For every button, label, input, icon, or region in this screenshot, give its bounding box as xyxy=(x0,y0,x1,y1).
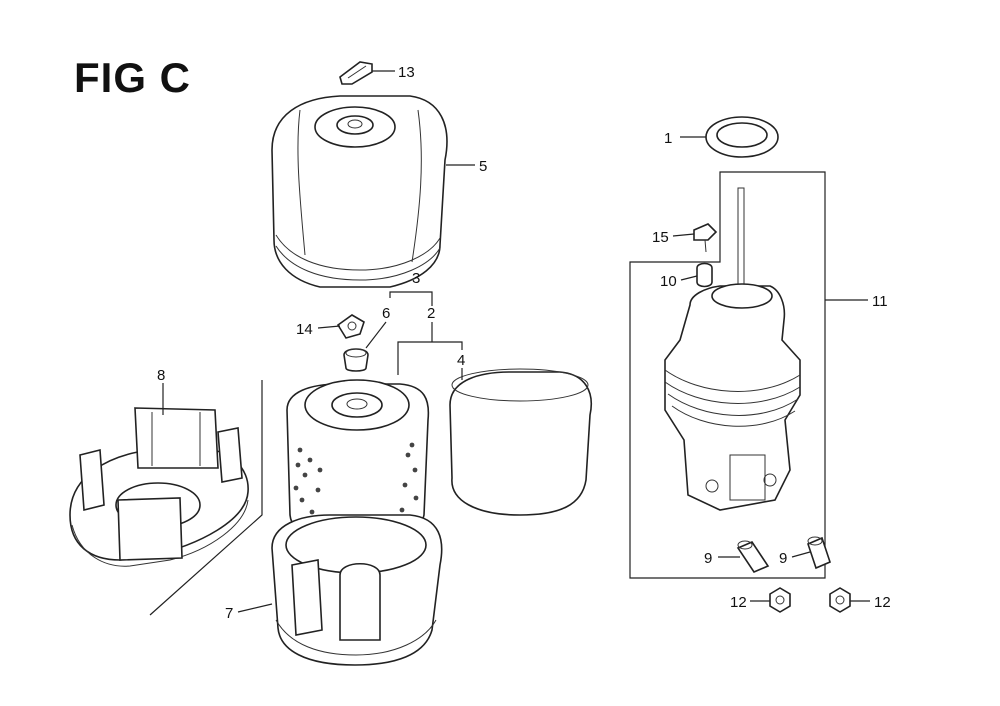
callout-1: 1 xyxy=(664,130,672,147)
part-10-collar xyxy=(696,262,713,288)
callout-13: 13 xyxy=(398,64,415,81)
part-14-wing-nut xyxy=(336,314,365,339)
part-9-tube-left xyxy=(736,540,770,573)
callout-4: 4 xyxy=(457,352,465,369)
part-8-cleaner-base xyxy=(69,407,249,567)
part-15-bolt xyxy=(693,223,718,253)
callout-2: 2 xyxy=(427,305,435,322)
part-1-seal-ring xyxy=(705,116,779,158)
callout-9-right: 9 xyxy=(779,550,787,567)
part-6-grommet xyxy=(343,348,369,372)
part-9-tube-right xyxy=(807,536,831,570)
part-13-clip xyxy=(339,61,373,85)
callout-15: 15 xyxy=(652,229,669,246)
callout-14: 14 xyxy=(296,321,313,338)
figure-title: FIG C xyxy=(74,54,191,101)
part-12-nut-left xyxy=(769,587,791,613)
callout-3: 3 xyxy=(412,270,420,287)
callout-6: 6 xyxy=(382,305,390,322)
separator-line xyxy=(149,380,263,616)
callout-10: 10 xyxy=(660,273,677,290)
part-11-air-intake-elbow xyxy=(664,187,801,511)
part-5-air-cleaner-cover xyxy=(271,95,448,288)
leader-lines xyxy=(162,70,870,613)
part-4-foam-element xyxy=(449,368,592,516)
callout-11: 11 xyxy=(872,293,888,310)
part-12-nut-right xyxy=(829,587,851,613)
callout-12-left: 12 xyxy=(730,594,747,611)
callout-labels: 13 5 3 2 6 14 4 8 7 1 15 10 11 9 9 12 12 xyxy=(157,64,891,622)
callout-7: 7 xyxy=(225,605,233,622)
callout-9-left: 9 xyxy=(704,550,712,567)
callout-12-right: 12 xyxy=(874,594,891,611)
part-7-lower-case xyxy=(271,514,443,666)
filter-mesh xyxy=(293,442,419,515)
assembly-11-outline xyxy=(629,171,826,579)
callout-5: 5 xyxy=(479,158,487,175)
callout-8: 8 xyxy=(157,367,165,384)
